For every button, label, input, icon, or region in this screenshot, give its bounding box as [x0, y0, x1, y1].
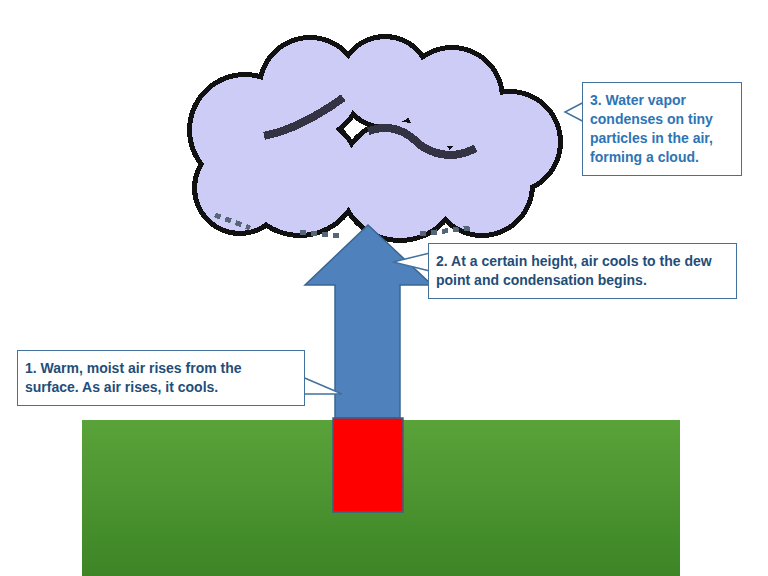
callout-box: 1. Warm, moist air rises from the surfac… — [17, 350, 305, 406]
callout-text: 2. At a certain height, air cools to the… — [436, 252, 729, 290]
heat-source — [333, 418, 403, 512]
cloud — [187, 34, 563, 243]
callout-box: 3. Water vapor condenses on tiny particl… — [582, 82, 742, 176]
callout-text: 3. Water vapor condenses on tiny particl… — [590, 91, 734, 167]
callout-text: 1. Warm, moist air rises from the surfac… — [25, 359, 297, 397]
callout-box: 2. At a certain height, air cools to the… — [428, 243, 737, 299]
callout-pointer — [300, 376, 342, 394]
